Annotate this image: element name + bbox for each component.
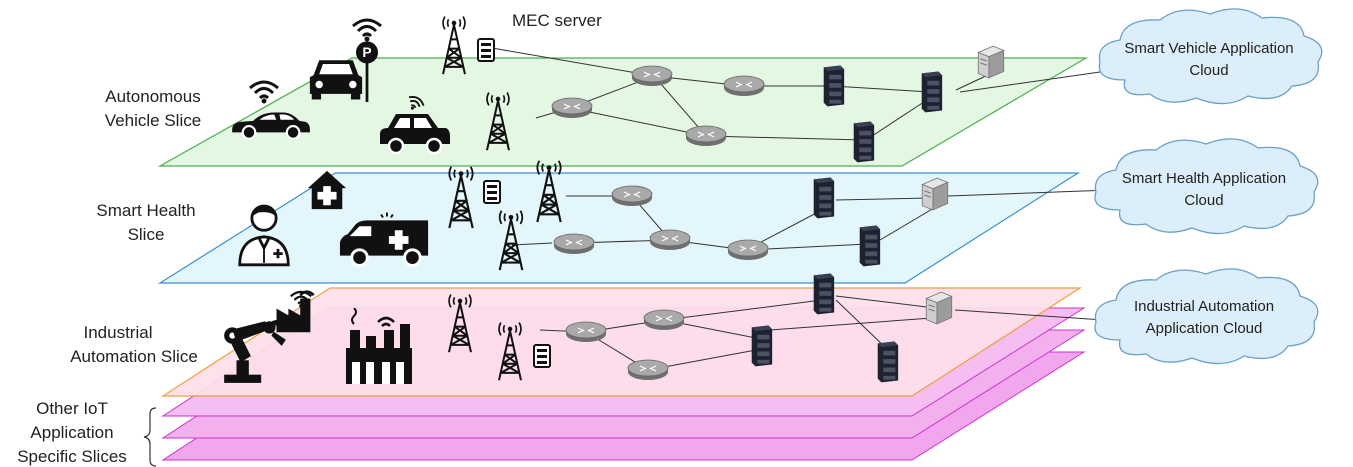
health-cloud: Smart Health Application Cloud bbox=[1094, 138, 1319, 235]
wifi-icon bbox=[248, 80, 280, 104]
industrial-slice-label-line1: Industrial bbox=[84, 323, 153, 342]
industrial-cloud-label-line1: Industrial Automation bbox=[1134, 298, 1274, 315]
health-cloud-label-line1: Smart Health Application bbox=[1122, 170, 1286, 187]
mec-server-icon bbox=[476, 37, 496, 63]
router-icon bbox=[627, 359, 669, 381]
cloud-icon bbox=[1098, 8, 1323, 105]
router-icon bbox=[553, 233, 595, 255]
small-server-icon bbox=[921, 177, 949, 211]
cloud-icon bbox=[1094, 138, 1319, 235]
server-rack-icon bbox=[853, 121, 875, 163]
router-icon bbox=[631, 65, 673, 87]
industrial-slice-label-line2: Automation Slice bbox=[70, 347, 198, 366]
router-icon bbox=[649, 229, 691, 251]
router-icon bbox=[551, 97, 593, 119]
small-server-icon bbox=[925, 291, 953, 325]
wifi-icon bbox=[351, 18, 383, 42]
health-cloud-label-line2: Cloud bbox=[1184, 192, 1223, 209]
router-icon bbox=[685, 125, 727, 147]
server-rack-icon bbox=[813, 177, 835, 219]
mec-server-icon bbox=[532, 343, 552, 369]
mec-server-icon bbox=[482, 179, 502, 205]
other-slices-brace bbox=[143, 407, 157, 467]
server-rack-icon bbox=[859, 225, 881, 267]
vehicle-cloud-label-line1: Smart Vehicle Application bbox=[1124, 40, 1293, 57]
cloud-icon bbox=[1094, 268, 1319, 365]
router-icon bbox=[727, 239, 769, 261]
router-icon bbox=[723, 75, 765, 97]
vehicle-slice-label-line1: Autonomous bbox=[105, 87, 200, 106]
other-slices-label-line1: Other IoT bbox=[36, 399, 108, 418]
server-rack-icon bbox=[751, 325, 773, 367]
server-rack-icon bbox=[877, 341, 899, 383]
mec-server-label: MEC server bbox=[512, 11, 602, 30]
vehicle-slice-label-line2: Vehicle Slice bbox=[105, 111, 201, 130]
other-slices-label-line3: Specific Slices bbox=[17, 447, 127, 466]
router-icon bbox=[643, 309, 685, 331]
server-rack-icon bbox=[823, 65, 845, 107]
industrial-cloud: Industrial Automation Application Cloud bbox=[1094, 268, 1319, 365]
industrial-cloud-label-line2: Application Cloud bbox=[1146, 320, 1263, 337]
router-icon bbox=[565, 321, 607, 343]
vehicle-cloud-label-line2: Cloud bbox=[1189, 62, 1228, 79]
server-rack-icon bbox=[921, 71, 943, 113]
small-server-icon bbox=[977, 45, 1005, 79]
server-rack-icon bbox=[813, 273, 835, 315]
router-icon bbox=[611, 185, 653, 207]
vehicle-cloud: Smart Vehicle Application Cloud bbox=[1098, 8, 1323, 105]
other-slices-label-line2: Application bbox=[30, 423, 113, 442]
health-slice-label-line1: Smart Health bbox=[96, 201, 195, 220]
vehicle-slice-plane bbox=[157, 57, 1089, 167]
car-icon bbox=[309, 60, 363, 100]
health-slice-label-line2: Slice bbox=[128, 225, 165, 244]
